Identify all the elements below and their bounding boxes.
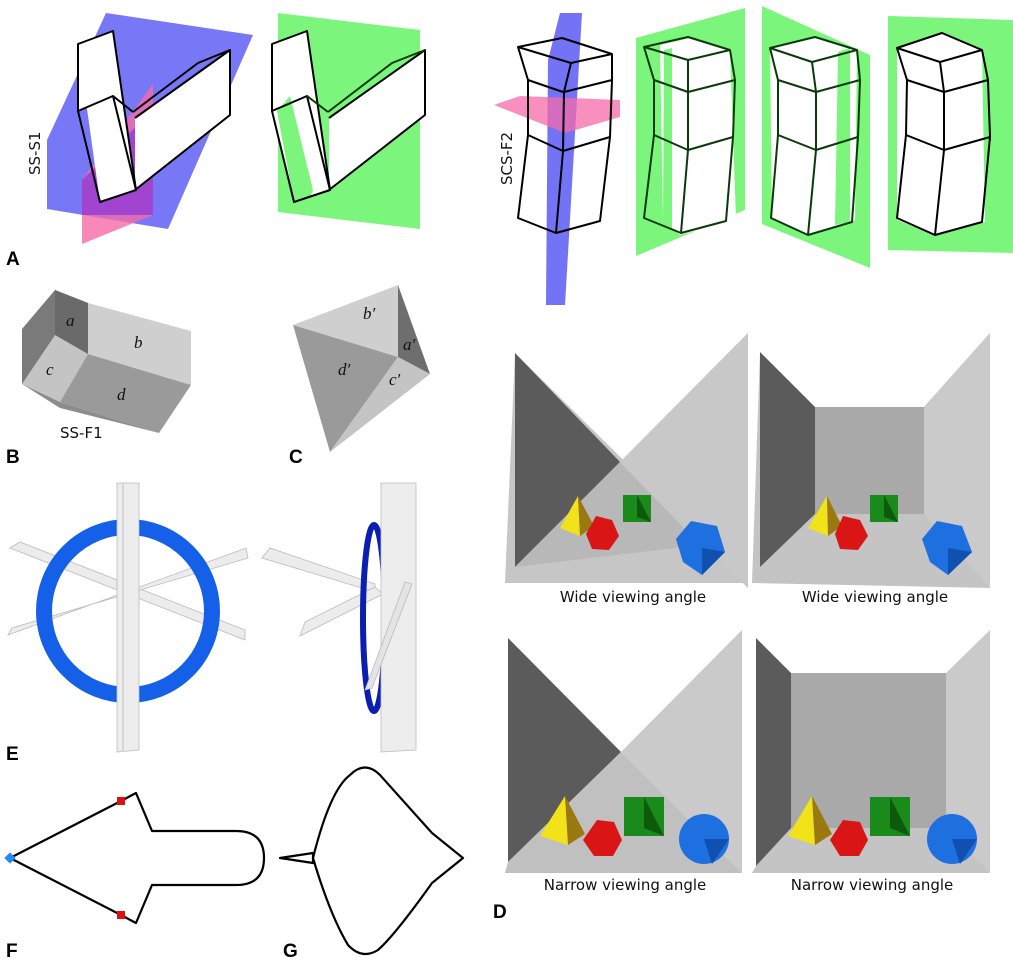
dodecahedron-red [586,516,619,550]
caption-wide-1: Wide viewing angle [560,588,706,606]
icosahedron-blue [927,814,977,864]
panel-label-e: E [6,744,19,765]
pyramid-yellow [788,796,832,845]
face-label-a-prime: a′ [403,335,416,354]
octahedron-green [870,797,910,836]
octahedron-green [624,797,664,836]
pyramid-yellow [540,796,585,845]
panel-b-ss-f1: a b c d SS-F1 [22,290,191,442]
marker-tip [4,852,16,864]
panel-label-a: A [6,249,20,270]
pink-cutting-plane [494,96,620,133]
face-label-d: d [117,385,126,404]
dodecahedron-red [835,516,868,550]
tag-ss-s1: SS-S1 [26,131,44,175]
face-label-b-prime: b′ [363,304,376,323]
marker-shoulder-bottom [117,911,125,919]
arrow-outline [8,791,266,925]
face-label-c-prime: c′ [389,370,401,389]
panel-label-f: F [6,941,18,962]
pyramid-yellow [808,496,842,536]
vertical-rod [116,482,140,753]
panel-e-front-view [7,482,249,753]
icosahedron-blue [679,814,729,864]
panel-a-ss-s1: SS-S1 [26,13,253,244]
dodecahedron-red [583,820,622,856]
face-label-c: c [46,360,54,379]
face-label-d-prime: d′ [338,360,351,379]
icosahedron-blue [922,521,972,575]
icosahedron-blue [676,521,725,575]
dodecahedron-red [830,820,868,856]
scs-f2-view-1 [636,8,745,256]
panel-label-c: C [289,447,303,468]
l-shaped-block [77,30,231,203]
spike [278,851,315,865]
panel-g-contour [278,766,465,956]
octahedron-green [870,495,898,522]
blob-outline [311,766,465,956]
tag-scs-f2: SCS-F2 [498,132,516,185]
panel-c-dual: b′ a′ d′ c′ [293,285,430,452]
caption-narrow-1: Narrow viewing angle [544,876,707,894]
scene-objects [540,495,977,864]
scs-f2-view-3 [888,16,1013,253]
marker-shoulder-top [117,797,125,805]
scs-f2-view-2 [762,6,870,268]
panel-scs-f2-cutting-planes: SCS-F2 [494,13,620,305]
panel-label-b: B [6,447,20,468]
caption-narrow-2: Narrow viewing angle [791,876,954,894]
face-label-a: a [66,311,75,330]
octahedron-green [623,495,651,522]
panel-f-arrow-contour [4,791,266,925]
panel-e-side-view [261,482,417,753]
tag-ss-f1: SS-F1 [60,424,103,442]
pyramid-yellow [560,496,594,536]
panel-a-green-view [271,13,426,229]
face-label-b: b [134,333,143,352]
column-block [517,37,613,234]
caption-wide-2: Wide viewing angle [802,588,948,606]
panel-label-g: G [283,941,298,962]
panel-label-d: D [493,902,507,923]
l-shaped-block-outline [271,30,426,203]
